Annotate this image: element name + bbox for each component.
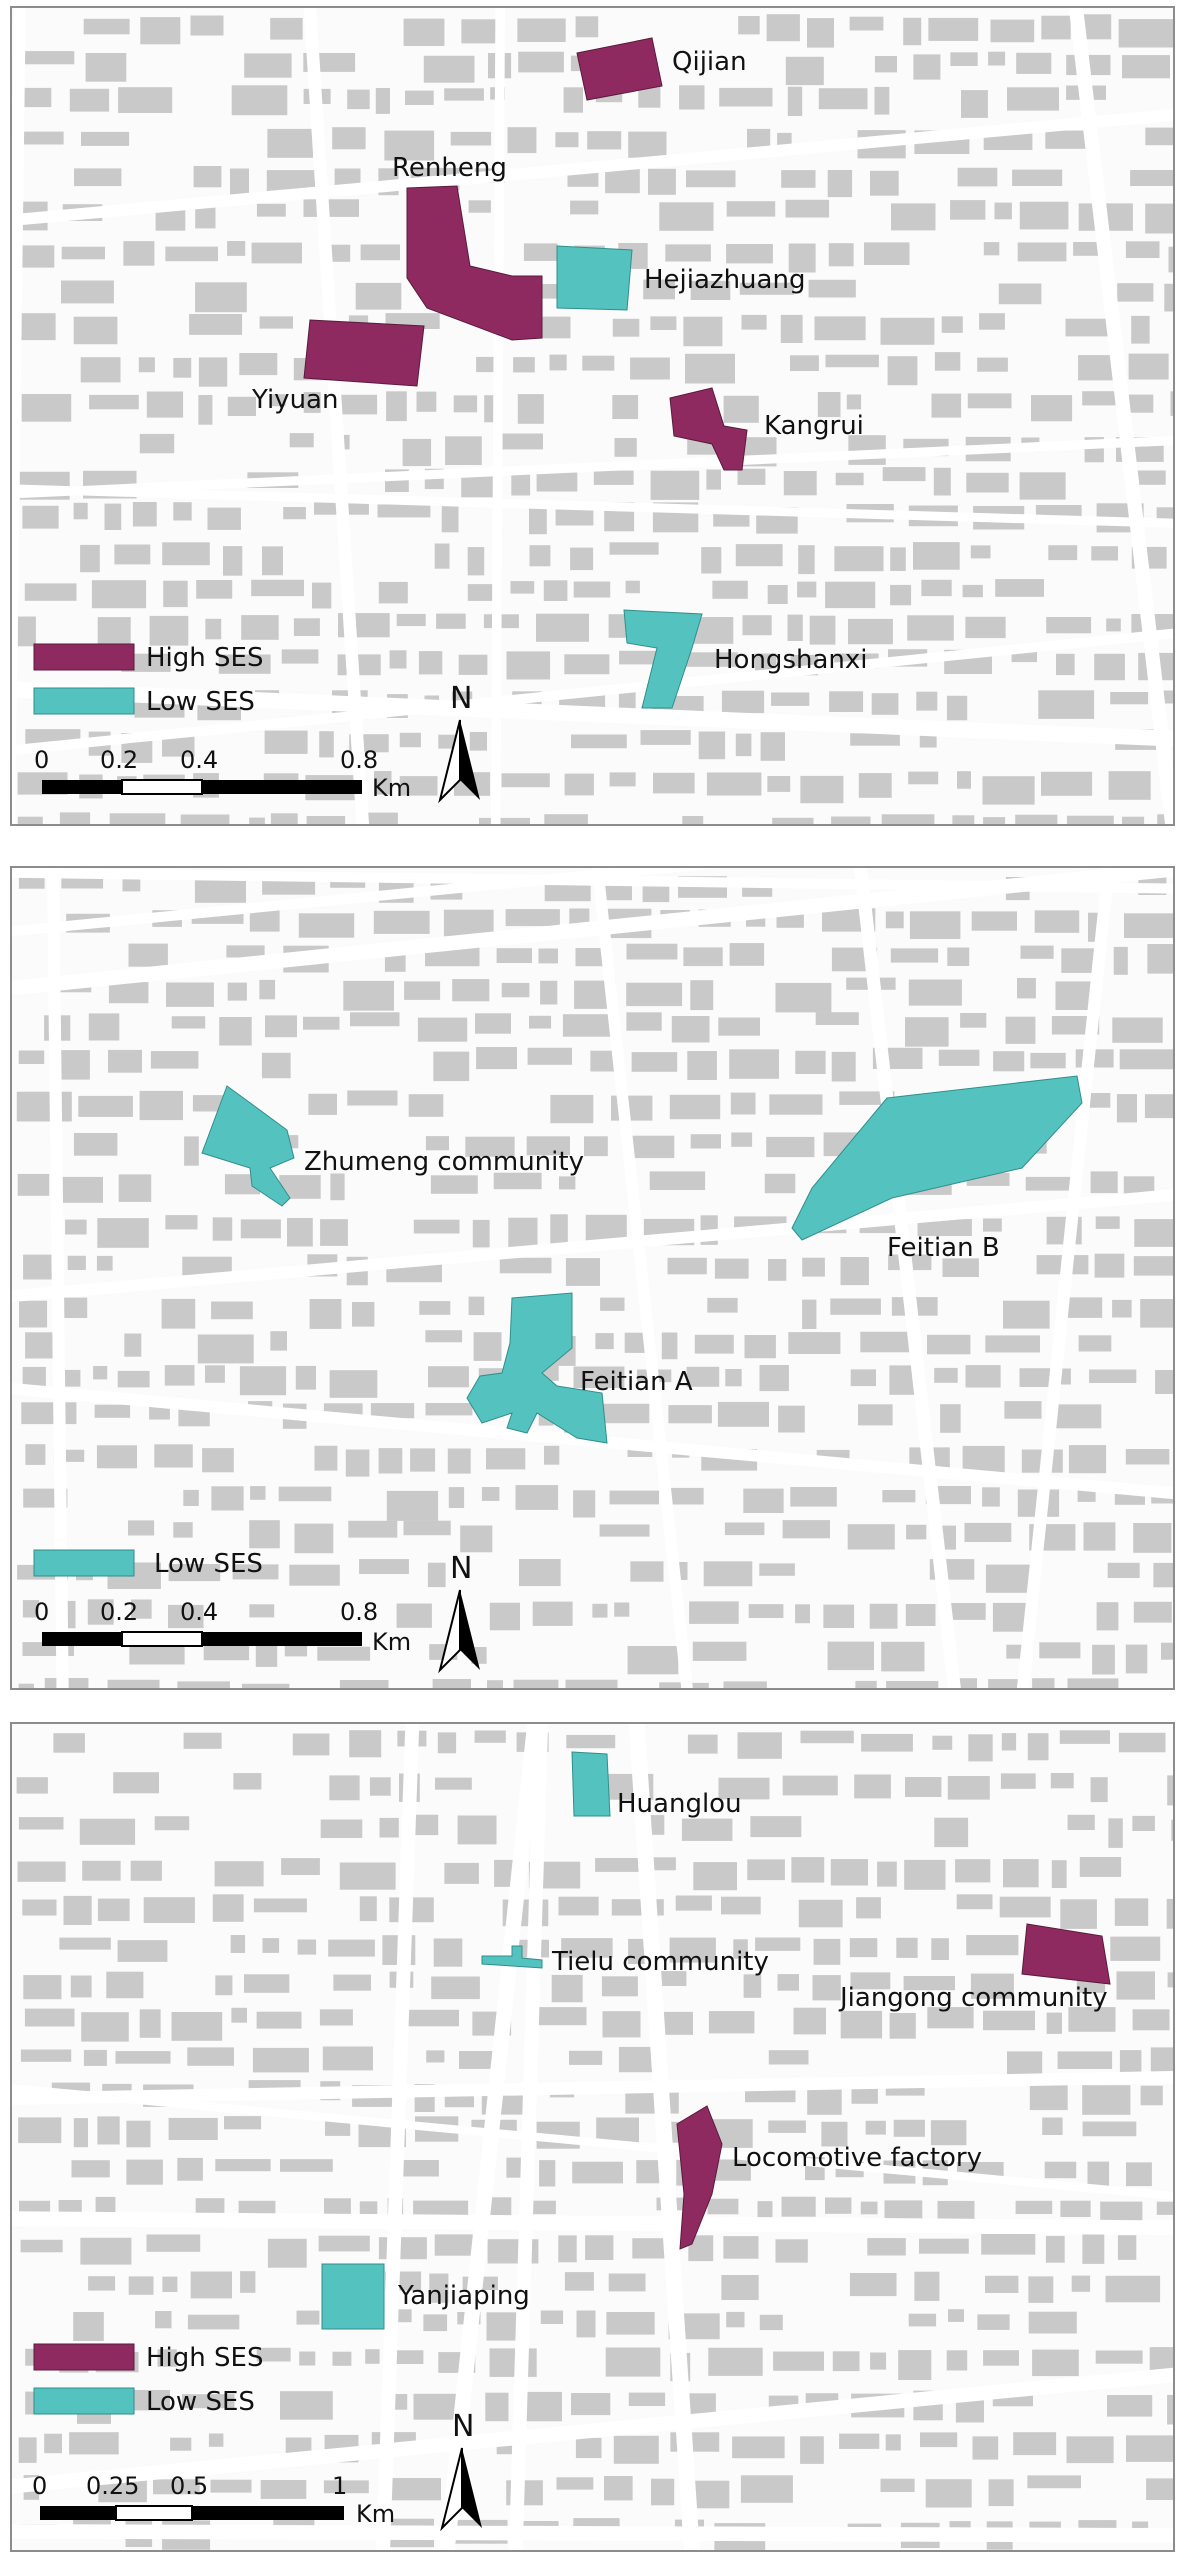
hongshanxi-polygon[interactable] xyxy=(623,609,703,709)
north-arrow-icon: N xyxy=(438,681,480,804)
scale-tick-3: 0.8 xyxy=(340,1598,378,1626)
zhumeng-label: Zhumeng community xyxy=(304,1147,584,1177)
jiangong-label: Jiangong community xyxy=(838,1983,1108,2013)
scale-tick-2: 0.4 xyxy=(180,746,218,774)
scale-tick-2: 0.4 xyxy=(180,1598,218,1626)
legend: High SES Low SES xyxy=(33,2343,263,2417)
legend-label-low: Low SES xyxy=(146,687,255,717)
scale-bar: 0 0.2 0.4 0.8 Km xyxy=(34,1598,411,1656)
legend-label-low: Low SES xyxy=(146,2387,255,2417)
svg-text:N: N xyxy=(450,1551,472,1586)
jiangong-polygon[interactable] xyxy=(1021,1923,1111,1985)
renheng-label: Renheng xyxy=(392,153,507,183)
scale-tick-3: 1 xyxy=(332,2472,347,2500)
yiyuan-label: Yiyuan xyxy=(251,385,338,415)
map-panel-1: Qijian Renheng Hejiazhuang Yiyuan Kangru… xyxy=(10,6,1175,826)
scale-tick-0: 0 xyxy=(34,746,49,774)
map-panel-2-canvas: Zhumeng community Feitian B Feitian A Lo… xyxy=(12,868,1173,1688)
kangrui-polygon[interactable] xyxy=(669,387,748,471)
north-arrow-icon: N xyxy=(440,2409,482,2532)
renheng-polygon[interactable] xyxy=(406,185,543,341)
basemap xyxy=(12,868,1173,1688)
north-arrow-icon: N xyxy=(438,1551,480,1674)
feitian-b-polygon[interactable] xyxy=(791,1075,1083,1241)
scale-tick-1: 0.2 xyxy=(100,1598,138,1626)
map-panel-3-canvas: Huanglou Tielu community Jiangong commun… xyxy=(12,1724,1173,2550)
legend-swatch-low xyxy=(33,2387,135,2415)
huanglou-polygon[interactable] xyxy=(571,1751,611,1817)
scale-unit: Km xyxy=(356,2500,395,2528)
hejiazhuang-polygon[interactable] xyxy=(556,245,633,311)
hejiazhuang-label: Hejiazhuang xyxy=(644,265,805,295)
map-panel-3: Huanglou Tielu community Jiangong commun… xyxy=(10,1722,1175,2552)
legend-swatch-high xyxy=(33,2343,135,2371)
map-panel-1-canvas: Qijian Renheng Hejiazhuang Yiyuan Kangru… xyxy=(12,8,1173,824)
scale-tick-2: 0.5 xyxy=(170,2472,208,2500)
scale-bar: 0 0.25 0.5 1 Km xyxy=(32,2472,395,2528)
zhumeng-polygon[interactable] xyxy=(201,1085,295,1207)
basemap xyxy=(12,8,1173,824)
tielu-polygon[interactable] xyxy=(481,1945,543,1969)
legend-label-high: High SES xyxy=(146,2343,263,2373)
scale-tick-3: 0.8 xyxy=(340,746,378,774)
scale-unit: Km xyxy=(372,774,411,802)
kangrui-label: Kangrui xyxy=(764,411,864,441)
scale-unit: Km xyxy=(372,1628,411,1656)
basemap xyxy=(12,1724,1173,2550)
legend-swatch-low xyxy=(33,1549,135,1577)
locomotive-label: Locomotive factory xyxy=(732,2143,982,2173)
qijian-label: Qijian xyxy=(672,47,747,77)
feitian-a-polygon[interactable] xyxy=(466,1292,608,1444)
tielu-label: Tielu community xyxy=(551,1947,769,1977)
yiyuan-polygon[interactable] xyxy=(303,319,425,387)
yanjiaping-label: Yanjiaping xyxy=(397,2281,530,2311)
feitian-b-label: Feitian B xyxy=(887,1233,1000,1263)
huanglou-label: Huanglou xyxy=(617,1789,742,1819)
locomotive-polygon[interactable] xyxy=(676,2105,723,2250)
scale-bar: 0 0.2 0.4 0.8 Km xyxy=(34,746,411,802)
scale-tick-0: 0 xyxy=(32,2472,47,2500)
legend: High SES Low SES xyxy=(33,643,263,717)
map-panel-2: Zhumeng community Feitian B Feitian A Lo… xyxy=(10,866,1175,1690)
scale-tick-1: 0.25 xyxy=(86,2472,139,2500)
qijian-polygon[interactable] xyxy=(576,37,663,101)
svg-text:N: N xyxy=(450,681,472,716)
legend-label-low: Low SES xyxy=(154,1549,263,1579)
svg-text:N: N xyxy=(452,2409,474,2444)
legend: Low SES xyxy=(33,1549,263,1579)
scale-tick-1: 0.2 xyxy=(100,746,138,774)
feitian-a-label: Feitian A xyxy=(580,1367,693,1397)
hongshanxi-label: Hongshanxi xyxy=(714,645,868,675)
legend-swatch-low xyxy=(33,687,135,715)
scale-tick-0: 0 xyxy=(34,1598,49,1626)
legend-label-high: High SES xyxy=(146,643,263,673)
yanjiaping-polygon[interactable] xyxy=(321,2263,385,2330)
legend-swatch-high xyxy=(33,643,135,671)
